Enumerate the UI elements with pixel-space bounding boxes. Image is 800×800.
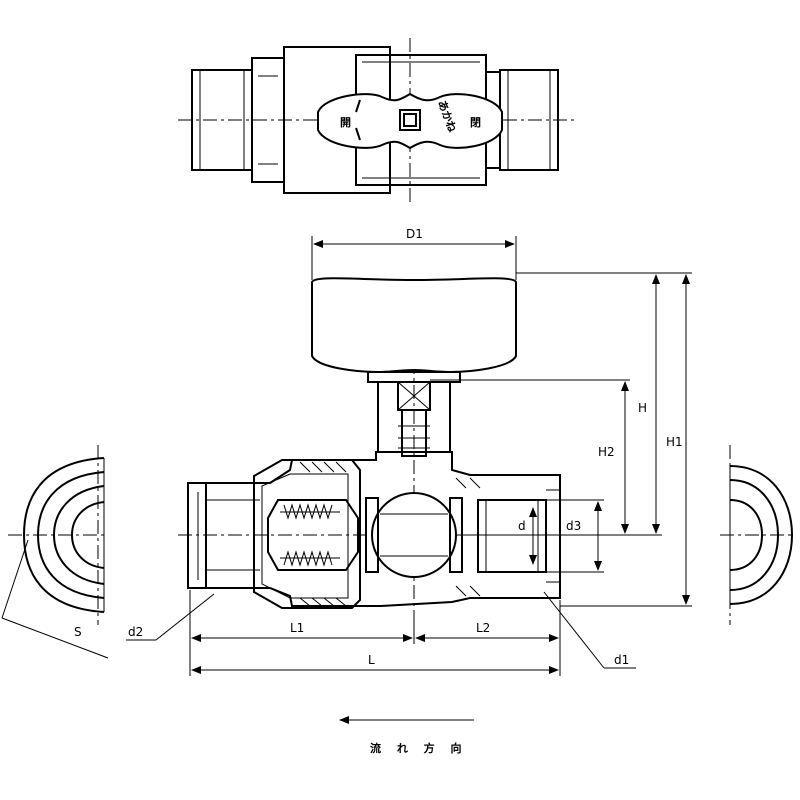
dim-d: d bbox=[518, 519, 526, 533]
top-view: 開 閉 あかね bbox=[178, 38, 575, 205]
front-view bbox=[178, 277, 575, 612]
dim-H: H bbox=[638, 401, 647, 415]
dim-H1: H1 bbox=[666, 435, 683, 449]
flow-direction: 流 れ 方 向 bbox=[339, 716, 474, 755]
dim-S: S bbox=[74, 625, 82, 639]
dim-L2: L2 bbox=[476, 621, 490, 635]
dim-d1: d1 bbox=[614, 653, 629, 667]
dim-H2: H2 bbox=[598, 445, 615, 459]
dimension-lines: D1 H H1 H2 d d3 L1 L2 L bbox=[126, 227, 692, 676]
dim-L1: L1 bbox=[290, 621, 304, 635]
dim-d2: d2 bbox=[128, 625, 143, 639]
right-end-view bbox=[720, 445, 795, 625]
dim-d3: d3 bbox=[566, 519, 581, 533]
close-mark: 閉 bbox=[470, 116, 481, 129]
open-mark: 開 bbox=[340, 116, 351, 129]
dim-L: L bbox=[368, 653, 375, 667]
dim-D1: D1 bbox=[406, 227, 423, 241]
flow-direction-label: 流 れ 方 向 bbox=[370, 741, 468, 755]
left-end-view: S bbox=[1, 445, 109, 659]
